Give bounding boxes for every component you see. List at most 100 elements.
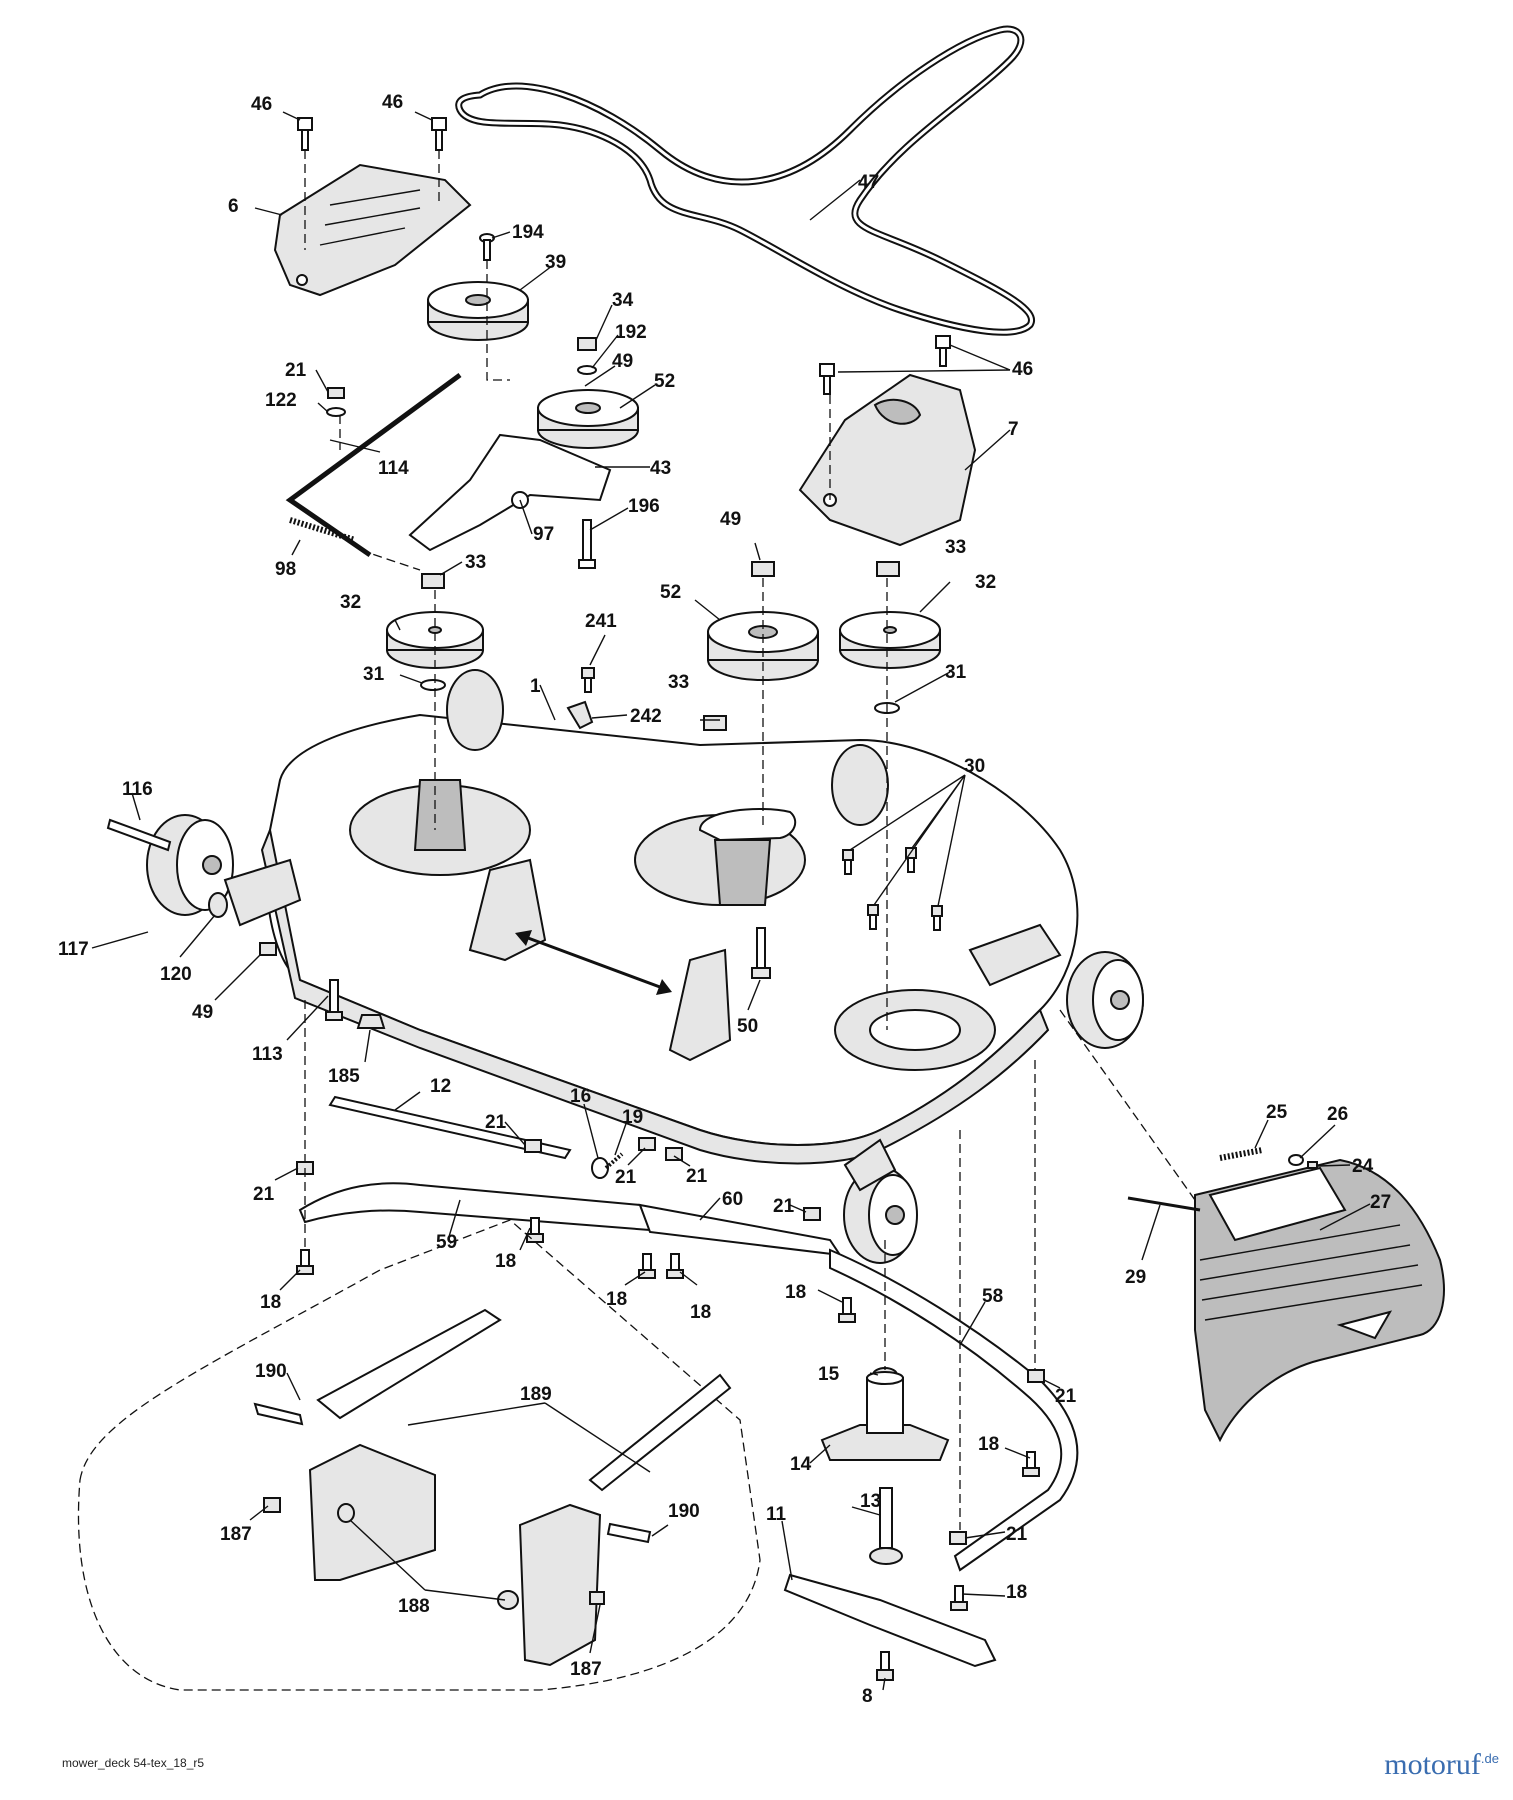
label-13: 13 — [860, 1491, 881, 1512]
label-60: 60 — [722, 1189, 743, 1210]
label-43: 43 — [650, 458, 671, 479]
nuts-21 — [296, 1137, 1045, 1545]
bracket-242 — [566, 700, 594, 730]
label-21-c: 21 — [686, 1166, 708, 1187]
label-21-g: 21 — [1006, 1524, 1028, 1545]
front-link-12 — [328, 1095, 572, 1160]
belt-cover-right — [798, 373, 977, 547]
nut-49-left — [259, 942, 277, 956]
bolt-113 — [325, 979, 343, 1021]
label-39: 39 — [545, 252, 566, 273]
label-33-right: 33 — [945, 537, 966, 558]
label-49-left: 49 — [192, 1002, 213, 1023]
watermark-tld: .de — [1480, 1751, 1499, 1766]
label-33-center: 33 — [668, 672, 689, 693]
label-1: 1 — [530, 676, 541, 697]
label-185: 185 — [328, 1066, 360, 1087]
label-190-left: 190 — [255, 1361, 287, 1382]
label-117: 117 — [58, 939, 89, 960]
label-59: 59 — [436, 1232, 457, 1253]
idler-arm-43 — [408, 433, 612, 552]
label-25: 25 — [1266, 1102, 1288, 1123]
label-50: 50 — [737, 1016, 758, 1037]
label-6: 6 — [228, 196, 239, 217]
label-122: 122 — [265, 390, 297, 411]
label-21-upper: 21 — [285, 360, 307, 381]
spacer-120 — [208, 892, 228, 918]
label-16: 16 — [570, 1086, 591, 1107]
gauge-wheel-front-right — [1066, 951, 1144, 1049]
label-31-left: 31 — [363, 664, 385, 685]
motoruf-watermark: motoruf.de — [1384, 1748, 1499, 1782]
label-190-right: 190 — [668, 1501, 700, 1522]
label-192: 192 — [615, 322, 647, 343]
discharge-chute — [1194, 1158, 1445, 1443]
bolt-46-right-a — [819, 363, 835, 395]
bolt-116 — [106, 818, 172, 852]
label-46-left: 46 — [251, 94, 272, 115]
label-34: 34 — [612, 290, 634, 311]
label-49-center: 49 — [720, 509, 741, 530]
label-32-left: 32 — [340, 592, 361, 613]
label-52-upper: 52 — [654, 371, 675, 392]
label-30: 30 — [964, 756, 985, 777]
label-18-b: 18 — [260, 1292, 281, 1313]
bolt-46-mid — [431, 117, 447, 151]
deck-hanger-bracket-center — [668, 948, 732, 1062]
spring-19 — [604, 1152, 624, 1170]
washer-26 — [1288, 1154, 1304, 1166]
idler-rod-114 — [285, 372, 462, 558]
pin-24 — [1307, 1161, 1318, 1169]
gauge-wheel-rear-right — [831, 744, 889, 826]
label-21-f: 21 — [1055, 1386, 1077, 1407]
label-33-left: 33 — [465, 552, 486, 573]
bolt-46-right-b — [935, 335, 951, 367]
spring-25 — [1219, 1147, 1263, 1161]
label-11: 11 — [766, 1504, 787, 1525]
wheel-bracket-left — [223, 858, 302, 927]
nut-33-left — [421, 573, 445, 589]
bolts-18 — [296, 1217, 1040, 1611]
label-7: 7 — [1008, 419, 1019, 440]
label-242: 242 — [630, 706, 662, 727]
label-32-right: 32 — [975, 572, 996, 593]
gauge-wheel-front-center — [843, 1166, 918, 1264]
spring-98 — [289, 517, 356, 543]
deck-arrow — [515, 930, 672, 995]
bolt-8 — [876, 1651, 894, 1681]
label-187-left: 187 — [220, 1524, 252, 1545]
label-58: 58 — [982, 1286, 1003, 1307]
nut-34 — [577, 337, 597, 351]
part-labels: 46 46 6 194 39 34 192 49 52 47 46 7 21 1… — [58, 92, 1391, 1707]
label-114: 114 — [378, 458, 409, 479]
label-24: 24 — [1352, 1156, 1374, 1177]
drive-belt — [455, 25, 1035, 336]
wheel-bracket-right — [968, 923, 1062, 987]
label-18-a: 18 — [495, 1251, 516, 1272]
assembly-lines — [304, 150, 1196, 1530]
label-120: 120 — [160, 964, 192, 985]
label-18-c: 18 — [606, 1289, 627, 1310]
label-113: 113 — [252, 1044, 283, 1065]
spindle-shaft-13 — [869, 1487, 903, 1565]
label-21-b: 21 — [615, 1167, 637, 1188]
label-21-d: 21 — [253, 1184, 275, 1205]
label-52-center: 52 — [660, 582, 681, 603]
idler-pulley-39 — [427, 281, 529, 341]
label-26: 26 — [1327, 1104, 1348, 1125]
leader-lines — [91, 111, 1371, 1691]
label-187-right: 187 — [570, 1659, 602, 1680]
label-18-d: 18 — [690, 1302, 711, 1323]
wheel-bracket-front-center — [843, 1138, 897, 1192]
nut-21-washer-122 — [326, 387, 346, 417]
label-21-e: 21 — [773, 1196, 795, 1217]
label-196: 196 — [628, 496, 660, 517]
label-46-right: 46 — [1012, 359, 1033, 380]
label-194: 194 — [512, 222, 544, 243]
nut-33-right — [876, 561, 900, 577]
spindle-housing-14 — [820, 1371, 950, 1461]
washer-192 — [577, 365, 597, 375]
nut-185 — [356, 1014, 386, 1029]
rod-29 — [1127, 1196, 1201, 1212]
